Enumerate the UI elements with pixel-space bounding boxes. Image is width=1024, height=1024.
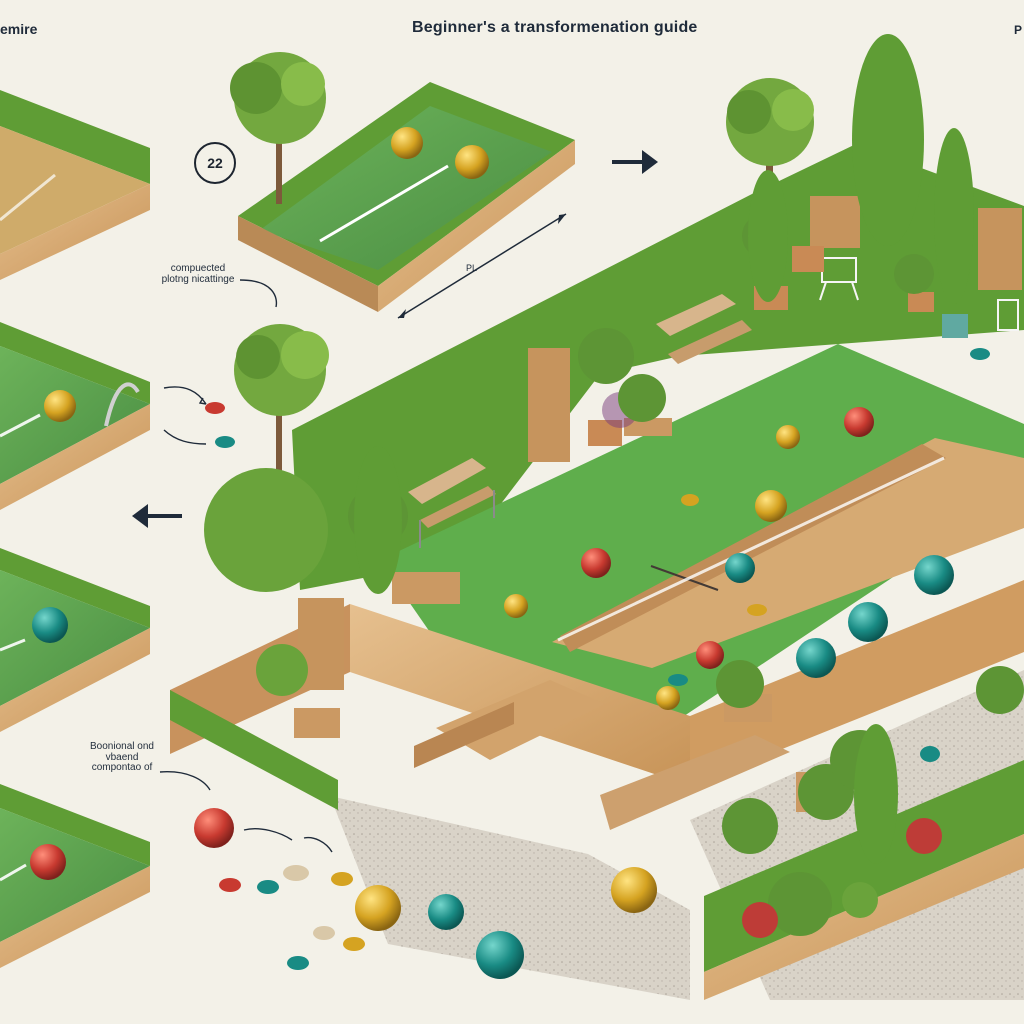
- mid-tree: [234, 324, 329, 472]
- note-b-line-3: compontao of: [91, 762, 153, 773]
- note-a: compuected plotng nicattinge: [148, 263, 248, 285]
- page-title: Beginner's a transformenation guide: [412, 19, 698, 36]
- note-b-line-1: Boonional ond: [90, 741, 154, 752]
- left-bed-2: [0, 322, 150, 510]
- bench-top: [656, 294, 752, 364]
- bench-main: [408, 458, 496, 548]
- main-garden: [170, 34, 1024, 1000]
- small-tag: PL: [466, 263, 478, 273]
- arrow-left-icon: [132, 504, 182, 528]
- curved-arrow-icon: [159, 279, 333, 853]
- note-a-line-1: compuected: [170, 263, 226, 274]
- game-balls: [30, 127, 990, 979]
- step-number-badge: 22: [194, 142, 236, 184]
- top-tree: [230, 52, 326, 204]
- arrow-double-icon: [397, 213, 567, 319]
- arrow-right-icon: [612, 150, 658, 174]
- corner-left-text: emire: [0, 21, 38, 37]
- corner-right-text: P: [1013, 23, 1022, 37]
- note-b-line-2: vbaend: [105, 751, 139, 763]
- note-b: Boonional ond vbaend compontao of: [76, 741, 168, 774]
- left-bed-1: [0, 90, 150, 280]
- right-top-tree: [726, 78, 814, 202]
- left-bed-4: [0, 784, 150, 968]
- note-a-line-2: plotng nicattinge: [161, 273, 235, 285]
- tall-trees: [354, 34, 974, 864]
- left-bed-3: [0, 548, 150, 732]
